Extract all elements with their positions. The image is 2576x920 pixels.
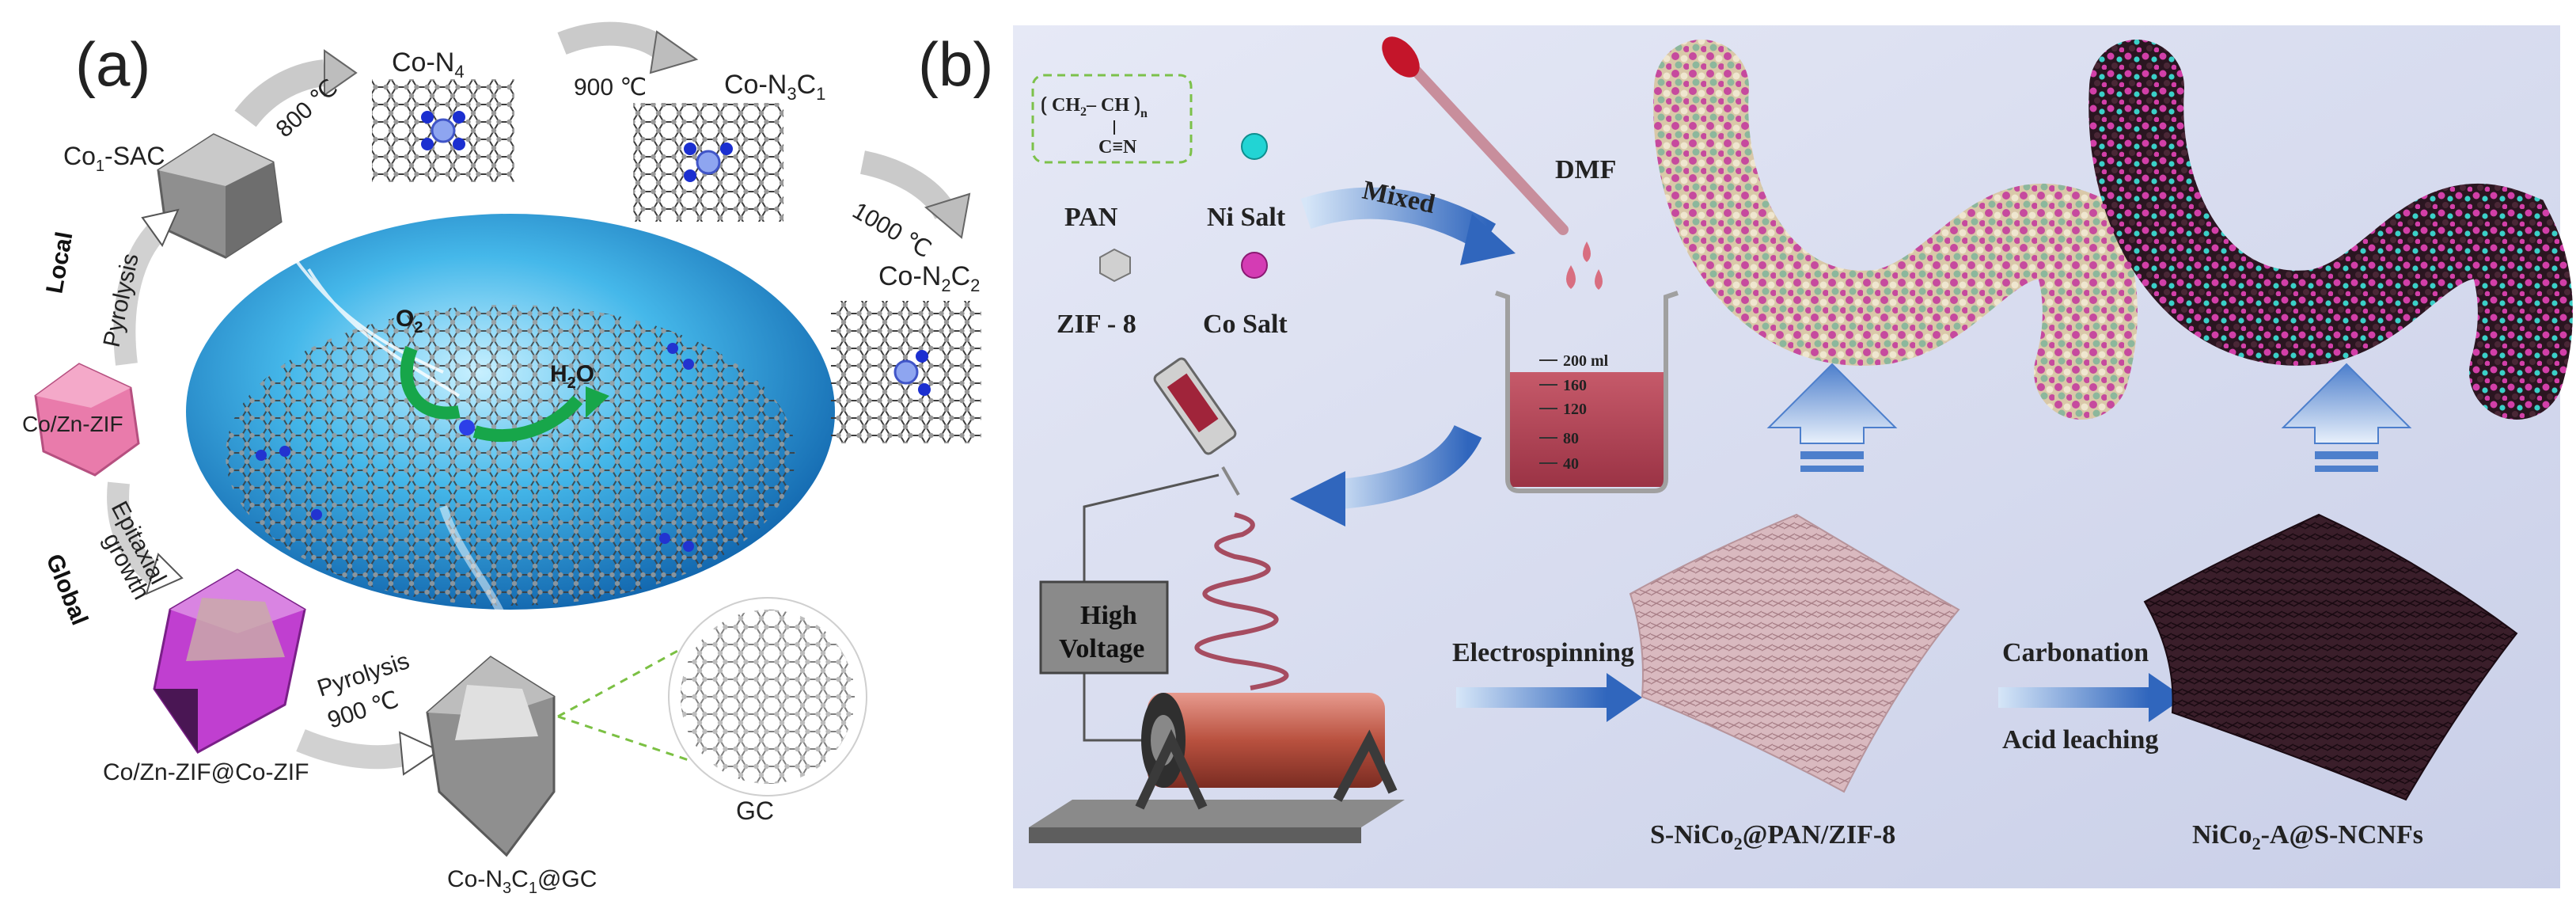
mat2-label: NiCo2-A@S-NCNFs xyxy=(2192,820,2423,853)
panel-a: (a) O2 H2O Co-N4 xyxy=(22,21,981,897)
beaker-mark-40: 40 xyxy=(1563,455,1579,473)
co-salt-label: Co Salt xyxy=(1203,310,1288,339)
temperature-arrows: 800 ℃ 900 ℃ 1000 ℃ xyxy=(234,21,971,263)
co1-sac-label: Co1-SAC xyxy=(63,142,165,175)
ni-salt-label: Ni Salt xyxy=(1207,203,1286,232)
co-n3c1-structure: Co-N3C1 xyxy=(633,70,825,222)
product-label: Co-N3C1@GC xyxy=(447,866,597,897)
mixed-arrow: Mixed xyxy=(1300,176,1516,265)
syringe xyxy=(1153,357,1240,496)
global-label: Global xyxy=(41,550,93,629)
local-label: Local xyxy=(41,230,78,295)
collector-drum xyxy=(1029,693,1405,843)
beaker: 200 ml 160 120 80 40 xyxy=(1495,291,1679,493)
core-shell-label: Co/Zn-ZIF@Co-ZIF xyxy=(103,759,309,785)
ni-salt-icon xyxy=(1241,133,1268,160)
pyrolysis-bottom-label: Pyrolysis xyxy=(314,648,412,701)
co-atom xyxy=(459,420,475,435)
electrospinning-jet xyxy=(1194,512,1289,690)
beaker-mark-80: 80 xyxy=(1563,430,1579,447)
pan-formula: ⟮ CH2– CH ⟯n C≡N xyxy=(1031,74,1193,164)
co-n3c1-label: Co-N3C1 xyxy=(724,70,825,104)
dropper-pipette: DMF xyxy=(1382,36,1616,290)
fiber-nico2-a xyxy=(2088,40,2573,420)
pan-formula-top: ⟮ CH2– CH ⟯n xyxy=(1041,95,1148,120)
h2o-label: H2O xyxy=(550,361,594,392)
pan-label: PAN xyxy=(1064,203,1118,232)
graphene-ellipse: O2 H2O xyxy=(186,214,835,627)
co-n3c1-gc-polyhedron: Co-N3C1@GC xyxy=(426,656,597,897)
high-voltage: High Voltage xyxy=(1039,473,1220,742)
mat1-label: S-NiCo2@PAN/ZIF-8 xyxy=(1650,820,1895,853)
beaker-mark-120: 120 xyxy=(1563,401,1587,418)
high-label: High xyxy=(1080,601,1137,630)
core-shell-polyhedron: Co/Zn-ZIF@Co-ZIF xyxy=(103,568,309,785)
fiber-s-nico2 xyxy=(1653,40,2138,420)
co1-sac-polyhedron: Co1-SAC xyxy=(63,133,283,259)
voltage-label: Voltage xyxy=(1059,634,1144,663)
beaker-mark-200: 200 ml xyxy=(1563,352,1609,370)
carbonation-arrow: Carbonation Acid leaching xyxy=(1998,638,2184,755)
co-n2c2-structure: Co-N2C2 xyxy=(831,261,981,443)
panel-a-label: (a) xyxy=(75,29,150,99)
bottom-pyrolysis-arrow: Pyrolysis 900 ℃ xyxy=(296,648,442,776)
co-zn-zif-label: Co/Zn-ZIF xyxy=(22,412,123,436)
pan-formula-nitrile: C≡N xyxy=(1098,137,1137,158)
co-n4-structure: Co-N4 xyxy=(372,48,514,182)
o2-label: O2 xyxy=(396,306,423,336)
acid-leaching-label: Acid leaching xyxy=(2002,725,2158,755)
panel-b-label: (b) xyxy=(918,29,993,99)
electrospinning-arrow: Electrospinning xyxy=(1452,638,1642,722)
panel-b: (b) ⟮ CH2– CH ⟯n C≡N PAN Ni Salt ZIF - 8… xyxy=(918,25,2573,888)
mat-nico2-a-s-ncnfs: NiCo2-A@S-NCNFs xyxy=(2143,513,2518,853)
co-salt-icon xyxy=(1241,252,1268,279)
gc-zoom: GC xyxy=(557,597,867,825)
dmf-label: DMF xyxy=(1555,155,1616,184)
up-arrow-1 xyxy=(1766,363,1898,472)
co-n4-label: Co-N4 xyxy=(392,48,465,82)
co-zn-zif-polyhedron: Co/Zn-ZIF xyxy=(22,363,140,477)
gc-label: GC xyxy=(736,796,774,825)
temp-1000: 1000 ℃ xyxy=(848,197,936,263)
carbonation-label: Carbonation xyxy=(2002,638,2149,667)
local-pyrolysis-arrow: Local Pyrolysis xyxy=(41,208,180,366)
zif8-label: ZIF - 8 xyxy=(1057,310,1136,339)
temp-900: 900 ℃ xyxy=(574,74,647,101)
co-n2c2-label: Co-N2C2 xyxy=(878,261,980,295)
return-arrow xyxy=(1290,424,1482,527)
global-epitaxial-arrow: Epitaxial growth Global xyxy=(41,481,184,629)
up-arrow-2 xyxy=(2281,363,2412,472)
mat-s-nico2-pan-zif8: S-NiCo2@PAN/ZIF-8 xyxy=(1629,513,1960,853)
electrospinning-label: Electrospinning xyxy=(1452,638,1634,667)
beaker-mark-160: 160 xyxy=(1563,377,1587,394)
zif8-icon xyxy=(1099,248,1131,283)
